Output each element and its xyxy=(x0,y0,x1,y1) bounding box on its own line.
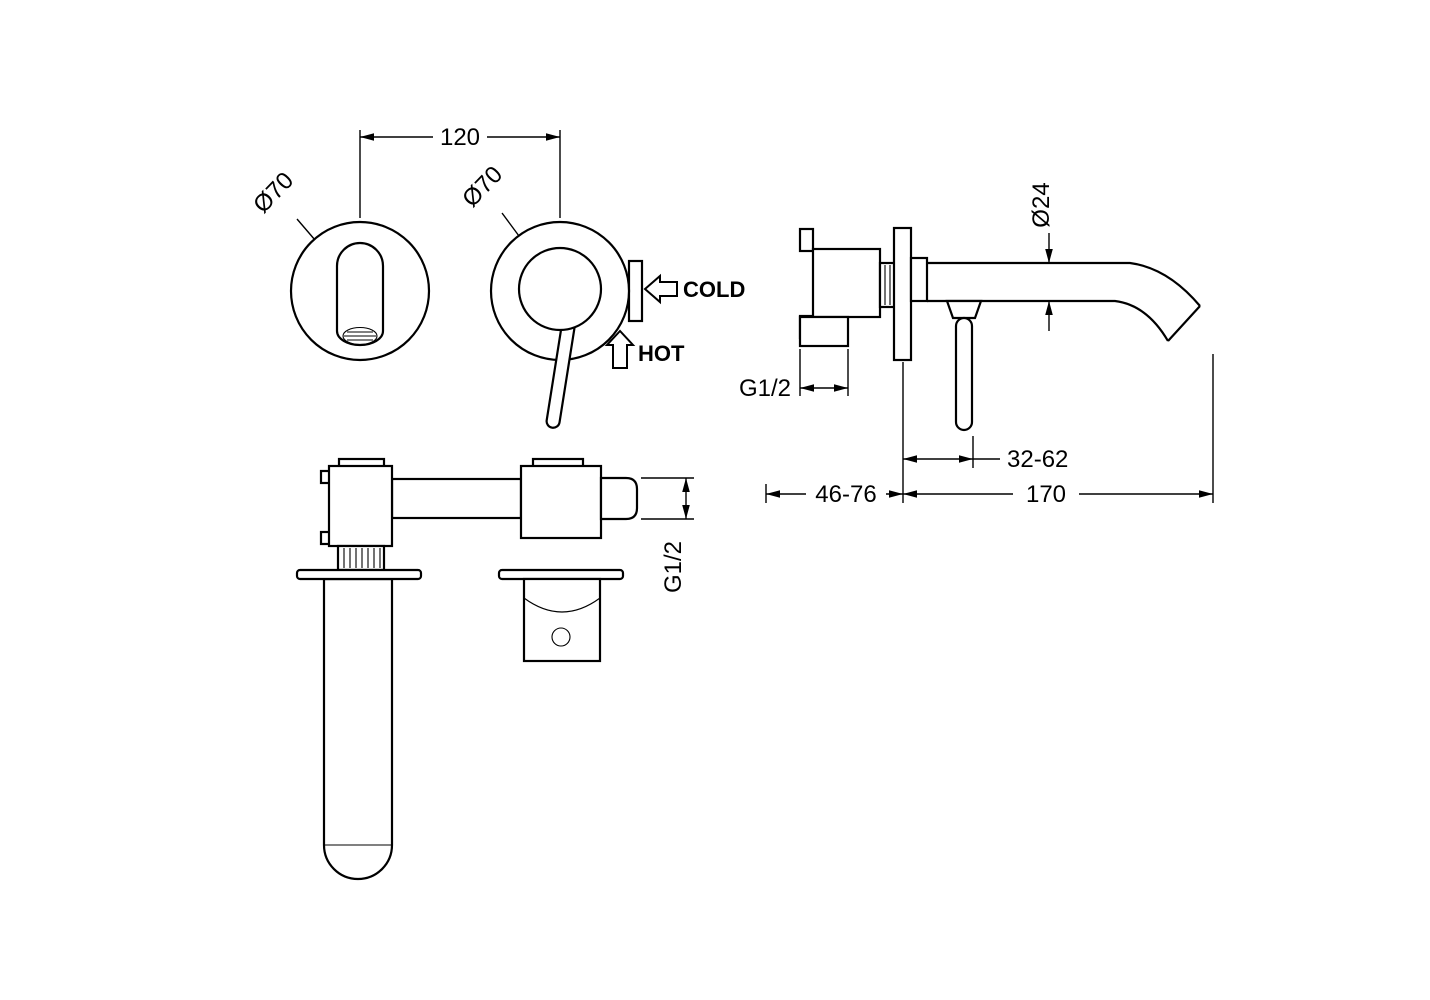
thread-hatch xyxy=(343,548,381,568)
connecting-tube xyxy=(390,477,523,520)
right-escutcheon-plate xyxy=(497,568,625,581)
dimension-text-mask xyxy=(1013,481,1079,507)
spout-thread-section xyxy=(336,544,386,572)
leader-line xyxy=(296,218,316,241)
cold-inlet-cap xyxy=(599,476,639,521)
spout-collar xyxy=(909,256,929,303)
cold-flow-arrow-icon xyxy=(643,273,678,305)
dia70-left-label: Ø70 xyxy=(248,167,299,218)
side-view: Ø24 G1/2 32-62 46-76 170 xyxy=(739,182,1214,508)
dim-32-62-label: 32-62 xyxy=(1007,446,1068,473)
handle-lever-side xyxy=(954,316,974,432)
hot-flow-arrow-icon xyxy=(604,329,636,369)
cold-inlet-tab xyxy=(627,259,644,323)
front-view: 120 Ø70 Ø70 COLD HOT xyxy=(248,124,745,429)
spout-elbow-body xyxy=(327,464,394,548)
spout-top-edge xyxy=(927,261,1201,307)
mount-bracket-top xyxy=(798,227,815,253)
inwall-body xyxy=(811,247,882,319)
g12-bottom-label: G1/2 xyxy=(660,541,687,593)
dimension-text-mask xyxy=(806,481,886,507)
valve-dome-line xyxy=(523,597,601,613)
cold-label: COLD xyxy=(683,277,745,302)
dim-170-label: 170 xyxy=(1026,481,1066,508)
dia70-right-label: Ø70 xyxy=(457,161,508,212)
handle-base-circle xyxy=(517,246,603,332)
wall-plate-side xyxy=(892,226,913,362)
g12-side-label: G1/2 xyxy=(739,375,791,402)
hot-label: HOT xyxy=(638,341,685,366)
dimension-120-label: 120 xyxy=(440,124,480,151)
dimension-text-mask xyxy=(433,124,487,150)
bottom-view: G1/2 xyxy=(295,457,694,881)
spout-tube-bottom-view xyxy=(322,577,394,881)
spout-outlet-face xyxy=(1167,305,1201,342)
spout-aerator xyxy=(342,326,378,346)
valve-body xyxy=(519,464,603,540)
leader-line xyxy=(501,212,520,237)
dim-46-76-label: 46-76 xyxy=(815,481,876,508)
handle-base-side xyxy=(945,299,983,320)
inlet-connection xyxy=(798,315,850,348)
spout-bottom-edge xyxy=(927,299,1169,342)
left-escutcheon-plate xyxy=(295,568,423,581)
spout-front-body xyxy=(335,241,385,347)
valve-cartridge xyxy=(522,577,602,663)
valve-screw xyxy=(551,627,571,647)
dia24-label: Ø24 xyxy=(1028,182,1055,227)
